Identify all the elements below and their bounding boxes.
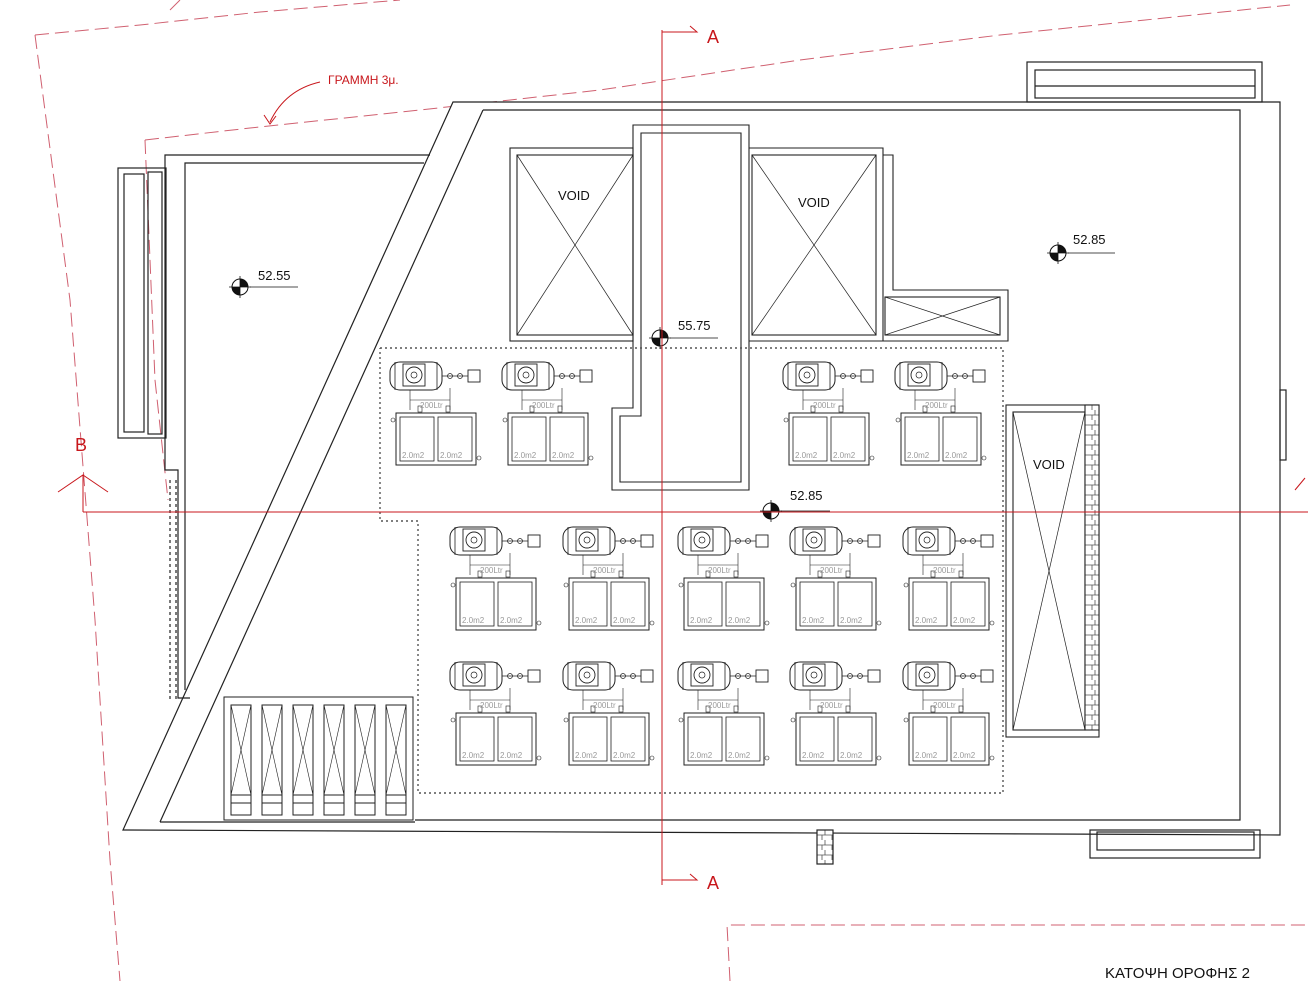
panel-area-label: 2.0m2: [802, 751, 825, 760]
panel-area-label: 2.0m2: [575, 616, 598, 625]
panel-area-label: 2.0m2: [462, 751, 485, 760]
solar-heater-unit: 200Ltr 2.0m2 2.0m2: [789, 526, 882, 631]
solar-heater-unit: 200Ltr 2.0m2 2.0m2: [449, 526, 542, 631]
offset-line-arrowhead: [263, 114, 277, 125]
offset-line-label: ΓΡΑΜΜΗ 3μ.: [328, 73, 399, 87]
solar-heater-unit: 200Ltr 2.0m2 2.0m2: [501, 361, 594, 466]
level-marker-3: 52.85: [1046, 232, 1115, 265]
panel-area-label: 2.0m2: [462, 616, 485, 625]
panel-area-label: 2.0m2: [802, 616, 825, 625]
panel-area-label: 2.0m2: [575, 751, 598, 760]
section-a-label-top: A: [707, 27, 719, 47]
solar-heater-unit: 200Ltr 2.0m2 2.0m2: [449, 661, 542, 766]
tank-capacity-label: 200Ltr: [593, 701, 616, 710]
skylight-hatch: [230, 704, 252, 816]
panel-area-label: 2.0m2: [690, 616, 713, 625]
tank-capacity-label: 200Ltr: [933, 701, 956, 710]
panel-area-label: 2.0m2: [833, 451, 856, 460]
tank-capacity-label: 200Ltr: [480, 701, 503, 710]
solar-heater-unit: 200Ltr 2.0m2 2.0m2: [782, 361, 875, 466]
void-opening-3: [1005, 404, 1100, 738]
tank-capacity-label: 200Ltr: [593, 566, 616, 575]
tank-capacity-label: 200Ltr: [420, 401, 443, 410]
panel-area-label: 2.0m2: [514, 451, 537, 460]
panel-area-label: 2.0m2: [552, 451, 575, 460]
panel-area-label: 2.0m2: [613, 616, 636, 625]
section-b-label: B: [75, 435, 87, 455]
void-label-2: VOID: [798, 195, 830, 210]
panel-area-label: 2.0m2: [953, 751, 976, 760]
panel-area-label: 2.0m2: [840, 616, 863, 625]
tank-capacity-label: 200Ltr: [708, 701, 731, 710]
skylight-hatch: [385, 704, 407, 816]
solar-heater-unit: 200Ltr 2.0m2 2.0m2: [562, 526, 655, 631]
solar-heater-unit: 200Ltr 2.0m2 2.0m2: [677, 661, 770, 766]
level-marker-1: 52.55: [228, 268, 298, 299]
panel-area-label: 2.0m2: [907, 451, 930, 460]
solar-heater-unit: 200Ltr 2.0m2 2.0m2: [562, 661, 655, 766]
skylight-hatch: [292, 704, 314, 816]
section-a-label-bottom: A: [707, 873, 719, 893]
skylight-group: [223, 696, 414, 821]
solar-heater-unit: 200Ltr 2.0m2 2.0m2: [894, 361, 987, 466]
panel-area-label: 2.0m2: [500, 616, 523, 625]
tank-capacity-label: 200Ltr: [925, 401, 948, 410]
skylight-hatch: [261, 704, 283, 816]
level-value-4: 52.85: [790, 488, 823, 503]
skylight-hatch: [323, 704, 345, 816]
void-label-1: VOID: [558, 188, 590, 203]
solar-heater-unit: 200Ltr 2.0m2 2.0m2: [902, 526, 995, 631]
void-label-3: VOID: [1033, 457, 1065, 472]
void-opening-2: [749, 147, 1009, 342]
tank-capacity-label: 200Ltr: [933, 566, 956, 575]
panel-area-label: 2.0m2: [953, 616, 976, 625]
solar-heater-unit: 200Ltr 2.0m2 2.0m2: [902, 661, 995, 766]
tank-capacity-label: 200Ltr: [813, 401, 836, 410]
panel-area-label: 2.0m2: [915, 616, 938, 625]
panel-area-label: 2.0m2: [915, 751, 938, 760]
panel-area-label: 2.0m2: [690, 751, 713, 760]
panel-area-label: 2.0m2: [795, 451, 818, 460]
central-roof-element: [611, 124, 750, 491]
panel-area-label: 2.0m2: [402, 451, 425, 460]
tank-capacity-label: 200Ltr: [532, 401, 555, 410]
tank-capacity-label: 200Ltr: [708, 566, 731, 575]
section-line-b: [57, 474, 1308, 513]
solar-heater-unit: 200Ltr 2.0m2 2.0m2: [389, 361, 482, 466]
tank-capacity-label: 200Ltr: [820, 566, 843, 575]
level-value-2: 55.75: [678, 318, 711, 333]
panel-area-label: 2.0m2: [500, 751, 523, 760]
panel-area-label: 2.0m2: [613, 751, 636, 760]
level-marker-4: 52.85: [759, 488, 830, 523]
tank-capacity-label: 200Ltr: [480, 566, 503, 575]
panel-area-label: 2.0m2: [840, 751, 863, 760]
level-marker-2: 55.75: [648, 318, 718, 350]
solar-heater-units: 200Ltr 2.0m2 2.0m2 200Ltr 2.0m2 2.0m2 200Ltr 2.…: [389, 361, 995, 766]
level-value-3: 52.85: [1073, 232, 1106, 247]
solar-heater-unit: 200Ltr 2.0m2 2.0m2: [789, 661, 882, 766]
boundary-arrow: [169, 0, 181, 11]
drawing-title: ΚΑΤΟΨΗ ΟΡΟΦΗΣ 2: [1105, 965, 1250, 981]
building-outline: [117, 61, 1287, 865]
level-value-1: 52.55: [258, 268, 291, 283]
panel-area-label: 2.0m2: [728, 616, 751, 625]
solar-heater-unit: 200Ltr 2.0m2 2.0m2: [677, 526, 770, 631]
panel-area-label: 2.0m2: [728, 751, 751, 760]
void-opening-1: [509, 147, 634, 342]
panel-area-label: 2.0m2: [440, 451, 463, 460]
tank-capacity-label: 200Ltr: [820, 701, 843, 710]
section-line-a: [661, 25, 699, 885]
skylight-hatch: [354, 704, 376, 816]
offset-line-arrow: [269, 81, 321, 123]
panel-area-label: 2.0m2: [945, 451, 968, 460]
